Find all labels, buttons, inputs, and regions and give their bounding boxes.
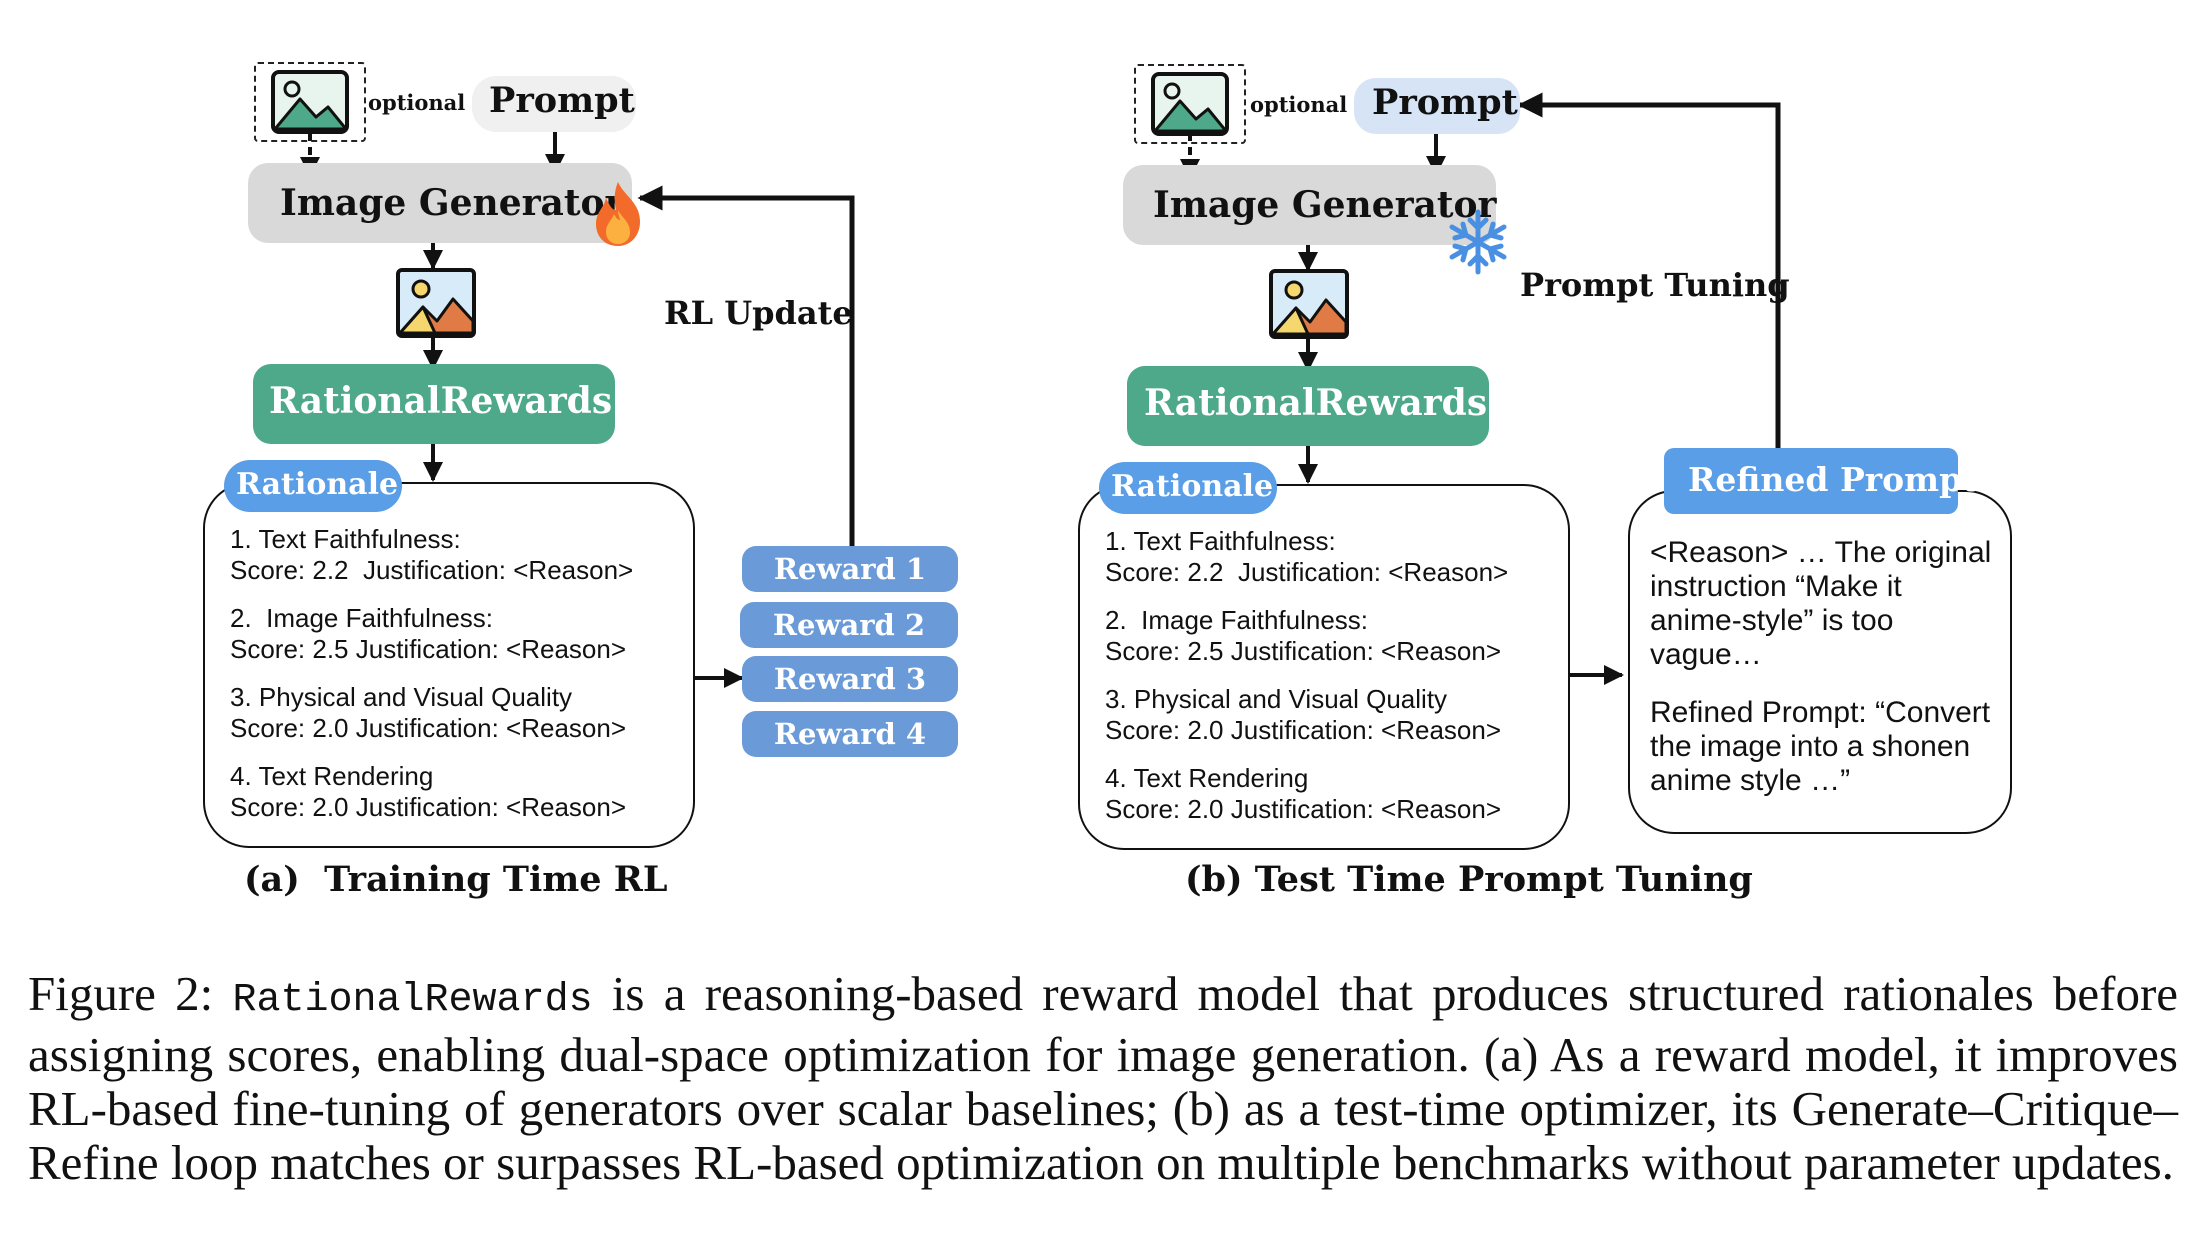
image-generator-box-b [1123,165,1496,245]
image-icon [1151,72,1229,136]
flame-icon [596,182,640,246]
rationalrewards-box-b [1127,366,1489,446]
prompt-tuning-arrow [1517,92,1781,448]
panel-a-title: (a) Training Time RL [244,859,668,900]
rationale-line: Score: 2.5 Justification: <Reason> [1105,636,1502,666]
rationalrewards-label: RationalRewards [269,380,613,422]
generated-image-icon-b [1269,269,1349,339]
reward-4: Reward 4 [742,711,958,757]
rationale-line: Score: 2.0 Justification: <Reason> [230,713,627,743]
panel-b-title: (b) Test Time Prompt Tuning [1185,859,1753,900]
rationale-line: 4. Text Rendering [230,761,434,791]
image-generator-label: Image Generator [280,182,624,224]
rationale-line: 2. Image Faithfulness: [230,603,494,633]
rationalrewards-box [253,364,615,444]
refined-line: anime style …” [1650,764,1851,797]
rationalrewards-label-b: RationalRewards [1144,382,1488,424]
prompt-box [472,76,636,132]
reward-1: Reward 1 [742,546,958,592]
rationale-box-b [1078,484,1570,850]
rationale-line: 4. Text Rendering [1105,763,1309,793]
rationale-line: Score: 2.0 Justification: <Reason> [1105,715,1502,745]
refined-line: Refined Prompt: “Convert [1650,696,1991,729]
rationale-line: 3. Physical and Visual Quality [1105,684,1448,714]
refined-line: instruction “Make it [1650,570,1902,603]
optional-label-b: optional [1250,92,1348,117]
refined-line: the image into a shonen [1650,730,1971,763]
refined-line: anime-style” is too [1650,604,1894,637]
prompt-box-b [1354,78,1520,134]
rl-update-arrow [637,185,855,548]
refined-prompt-tag [1664,448,1958,514]
image-icon [271,70,349,134]
rationale-tag-label-b: Rationale [1111,469,1274,504]
rationale-line: Score: 2.2 Justification: <Reason> [230,555,634,585]
prompt-label-b: Prompt [1372,82,1518,123]
prompt-tuning-label: Prompt Tuning [1520,266,1790,304]
refined-line: vague… [1650,638,1762,671]
refined-prompt-text: <Reason> … The original instruction “Mak… [1650,536,1991,798]
rationale-line: 2. Image Faithfulness: [1105,605,1369,635]
rationale-line: Score: 2.5 Justification: <Reason> [230,634,627,664]
image-generator-box [248,163,632,243]
image-generator-label-b: Image Generator [1153,184,1497,226]
rationale-line: Score: 2.0 Justification: <Reason> [1105,794,1502,824]
prompt-label: Prompt [489,80,635,121]
optional-image-frame-b [1134,64,1246,144]
rationale-line: 1. Text Faithfulness: [1105,526,1336,556]
rationale-tag-label: Rationale [236,467,399,502]
rationale-line: 1. Text Faithfulness: [230,524,461,554]
rationale-tag-b [1099,462,1277,514]
generated-image-icon [396,268,476,338]
rationale-tag [224,460,402,512]
rationale-line: Score: 2.0 Justification: <Reason> [230,792,627,822]
refined-line: <Reason> … The original [1650,536,1992,569]
rationale-line: 3. Physical and Visual Quality [230,682,573,712]
caption-text: is a reasoning-based reward model that p… [28,966,2179,1190]
caption-model-name: RationalRewards [232,978,593,1023]
refined-prompt-tag-label: Refined Prompt [1688,460,1978,499]
optional-label: optional [368,90,466,115]
rl-update-label: RL Update [664,294,853,332]
caption-label: Figure 2: [28,966,214,1021]
reward-3: Reward 3 [742,656,958,702]
rationale-line: Score: 2.2 Justification: <Reason> [1105,557,1509,587]
reward-2: Reward 2 [740,602,958,648]
snowflake-icon [1449,209,1507,275]
rationale-box [203,482,695,848]
rationale-list-b: 1. Text Faithfulness: Score: 2.2 Justifi… [1105,526,1508,825]
optional-image-frame [254,62,366,142]
rationale-list: 1. Text Faithfulness: Score: 2.2 Justifi… [230,524,633,823]
figure-caption: Figure 2: RationalRewards is a reasoning… [28,967,2178,1190]
